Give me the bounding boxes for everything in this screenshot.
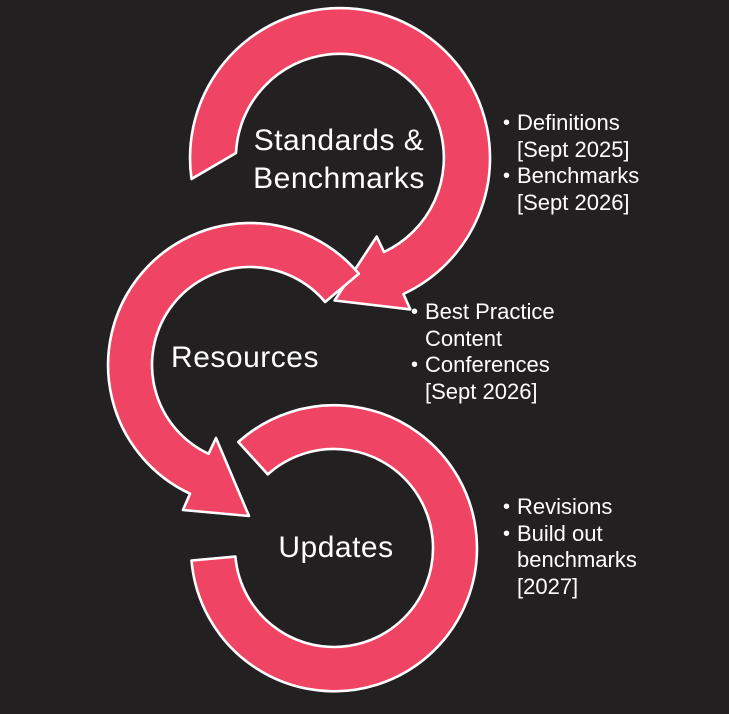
bullet-icon: • <box>503 112 511 134</box>
bullet-text: Definitions <box>517 110 620 135</box>
bullet-text: benchmarks <box>517 547 637 572</box>
circle-label-line: Benchmarks <box>253 162 425 195</box>
bullet-text: [2027] <box>517 573 579 599</box>
bullet-text: Content <box>425 325 503 351</box>
bullet-text: Revisions <box>517 494 613 519</box>
bullet-list-resources: • Best Practice Content • Conferences [S… <box>411 299 555 405</box>
list-item: • Build out benchmarks [2027] <box>503 521 637 601</box>
circle-label-line: Resources <box>171 341 319 374</box>
circle-label-line: Updates <box>278 531 394 564</box>
bullet-icon: • <box>411 354 419 376</box>
bullet-icon: • <box>503 522 511 545</box>
list-item: • Definitions [Sept 2025] <box>503 110 639 163</box>
bullet-icon: • <box>503 165 511 187</box>
bullet-list-standards-benchmarks: • Definitions [Sept 2025] • Benchmarks [… <box>503 110 639 216</box>
list-item: • Conferences [Sept 2026] <box>411 352 555 405</box>
bullet-text: Benchmarks <box>517 163 640 188</box>
circle-label-updates: Updates <box>278 529 393 567</box>
circle-label-resources: Resources <box>171 339 319 377</box>
bullet-text: Build out <box>517 520 603 546</box>
list-item: • Best Practice Content <box>411 299 555 352</box>
circle-label-standards-benchmarks: Standards & Benchmarks <box>253 122 425 198</box>
cycle-arrow-resources <box>106 221 361 518</box>
bullet-text: Best Practice <box>425 299 555 324</box>
cycle-arrow-updates <box>190 404 479 693</box>
bullet-text: [Sept 2025] <box>517 136 630 162</box>
list-item: • Revisions <box>503 494 637 521</box>
bullet-icon: • <box>411 301 419 323</box>
cycle-arrow-standards-benchmarks <box>188 6 492 311</box>
bullet-icon: • <box>503 496 511 518</box>
bullet-text: Conferences <box>425 352 550 377</box>
circle-label-line: Standards & <box>253 124 425 157</box>
bullet-text: [Sept 2026] <box>425 378 538 404</box>
list-item: • Benchmarks [Sept 2026] <box>503 163 639 216</box>
bullet-text: [Sept 2026] <box>517 189 630 215</box>
bullet-list-updates: • Revisions • Build out benchmarks [2027… <box>503 494 637 600</box>
